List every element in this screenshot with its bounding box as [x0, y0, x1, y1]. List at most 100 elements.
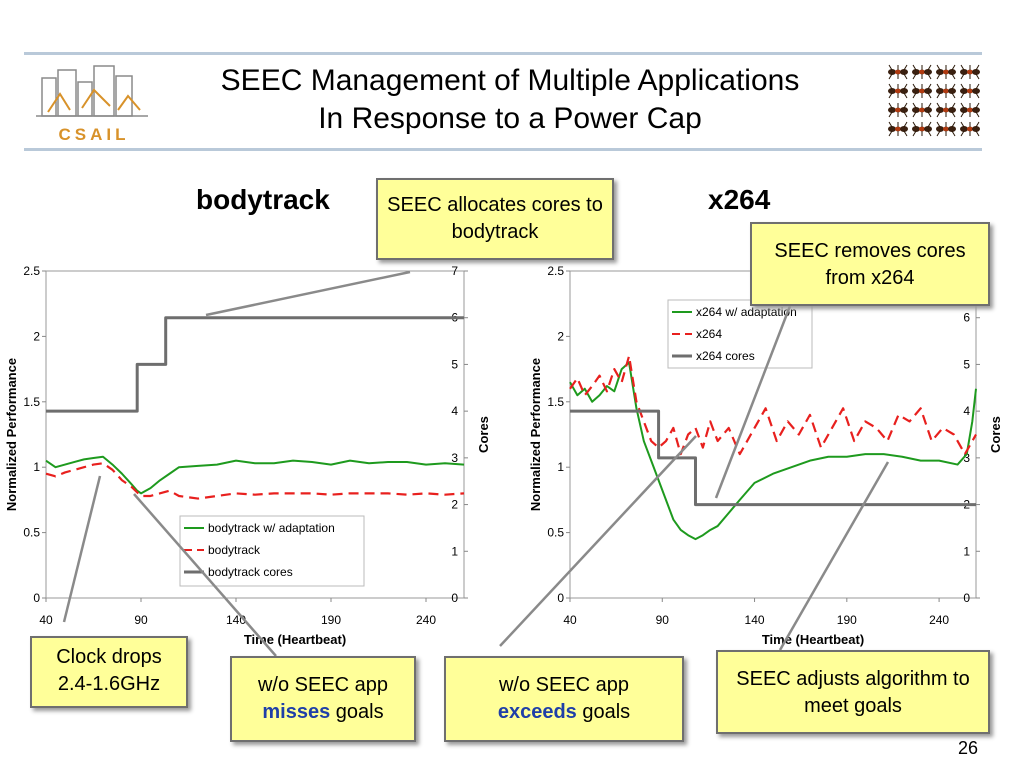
bodytrack-x-tick-label: 240 [416, 613, 436, 627]
x264-x-tick-label: 40 [563, 613, 577, 627]
exceeds-prefix: w/o SEEC app [498, 674, 630, 696]
ant-icon [960, 83, 980, 99]
bodytrack-y2-tick-label: 7 [451, 264, 458, 278]
ant-icon [912, 102, 932, 118]
bodytrack-legend [179, 515, 365, 587]
bodytrack-y2-tick-label: 4 [451, 404, 458, 418]
x264-y2-tick-label: 1 [963, 544, 970, 558]
pointer-clock [62, 475, 102, 623]
callout-clock-text: Clock drops 2.4-1.6GHz [56, 646, 162, 695]
bodytrack-x-tick-label: 40 [39, 613, 53, 627]
bodytrack-x-tick-label: 190 [321, 613, 341, 627]
page-number: 26 [957, 738, 978, 758]
x264-x-axis-label: Time (Heartbeat) [762, 632, 864, 647]
bodytrack-x-axis-label: Time (Heartbeat) [244, 632, 346, 647]
x264-x-tick-label: 190 [837, 613, 857, 627]
bodytrack-y-tick-label: 1 [33, 460, 40, 474]
x264-y2-tick-label: 6 [963, 311, 970, 325]
ant-icon [936, 83, 956, 99]
bodytrack-y2-tick-label: 1 [451, 544, 458, 558]
x264-chart-title: x264 [708, 184, 771, 215]
bodytrack-y-axis-label: Normalized Performance [4, 358, 19, 511]
bodytrack-y2-axis-label: Cores [476, 416, 491, 453]
ant-icon [888, 64, 908, 80]
ant-icon [912, 83, 932, 99]
x264-y-tick-label: 0 [557, 591, 564, 605]
ant-icon [960, 64, 980, 80]
csail-logo: CSAIL [30, 60, 160, 146]
bodytrack-y-tick-label: 1.5 [23, 395, 40, 409]
callout-pointers [62, 270, 890, 657]
ant-icon [912, 64, 932, 80]
ant-icon [912, 121, 932, 137]
x264-y2-tick-label: 3 [963, 451, 970, 465]
ant-icon [888, 102, 908, 118]
exceeds-suffix: goals [582, 701, 631, 723]
bodytrack-plot-area [45, 270, 465, 599]
misses-prefix: w/o SEEC app [257, 674, 389, 696]
header-bottom-rule [24, 148, 982, 151]
bodytrack-legend-entry: bodytrack w/ adaptation [208, 521, 335, 535]
misses-highlight: misses [262, 701, 331, 723]
x264-x-tick-label: 90 [656, 613, 670, 627]
bodytrack-y2-tick-label: 0 [451, 591, 458, 605]
x264-series-adaptation-line [569, 361, 977, 541]
x264-y2-tick-label: 5 [963, 357, 970, 371]
bodytrack-y-tick-label: 2 [33, 329, 40, 343]
ant-icon [960, 102, 980, 118]
title-line-2: In Response to a Power Cap [318, 102, 702, 135]
x264-y-tick-label: 1 [557, 460, 564, 474]
ant-icon [936, 102, 956, 118]
callout-allocates-text: SEEC allocates cores to bodytrack [387, 194, 603, 243]
x264-y-tick-label: 1.5 [547, 395, 564, 409]
title-line-1: SEEC Management of Multiple Applications [220, 64, 800, 97]
callout-removes-text: SEEC removes cores from x264 [774, 240, 966, 289]
x264-x-tick-label: 140 [745, 613, 765, 627]
bodytrack-y2-tick-label: 3 [451, 451, 458, 465]
bodytrack-series-adaptation-line [45, 455, 465, 495]
x264-legend-entry: x264 [696, 327, 722, 341]
x264-y-axis-label: Normalized Performance [528, 358, 543, 511]
x264-y2-tick-label: 4 [963, 404, 970, 418]
x264-x-tick-label: 240 [929, 613, 949, 627]
pointer-misses [133, 493, 277, 657]
header-top-rule [24, 52, 982, 55]
pointer-exceeds [499, 435, 697, 647]
exceeds-highlight: exceeds [497, 701, 577, 723]
bodytrack-legend-entry: bodytrack cores [208, 565, 293, 579]
bodytrack-y2-tick-label: 5 [451, 357, 458, 371]
bodytrack-y-tick-label: 2.5 [23, 264, 40, 278]
bodytrack-series-cores-line [46, 316, 464, 413]
x264-y-tick-label: 2 [557, 329, 564, 343]
x264-y-tick-label: 0.5 [547, 526, 564, 540]
x264-y2-tick-label: 0 [963, 591, 970, 605]
bodytrack-x-tick-label: 90 [134, 613, 148, 627]
x264-series-cores-line [570, 409, 976, 507]
callout-seec-removes: SEEC removes cores from x264 [750, 222, 990, 306]
x264-y2-axis-label: Cores [988, 416, 1003, 453]
pointer-allocates [205, 270, 411, 317]
bodytrack-series-baseline-line [45, 462, 465, 500]
x264-y-tick-label: 2.5 [547, 264, 564, 278]
ant-icon [888, 121, 908, 137]
pointer-adjusts [778, 461, 890, 651]
x264-series-baseline-line [569, 354, 977, 456]
callout-misses-goals: w/o SEEC app misses goals [230, 656, 416, 742]
x264-legend-entry: x264 cores [696, 349, 755, 363]
misses-suffix: goals [335, 701, 384, 723]
callout-seec-allocates: SEEC allocates cores to bodytrack [376, 178, 614, 260]
callout-exceeds-goals: w/o SEEC app exceeds goals [444, 656, 684, 742]
ant-icon [960, 121, 980, 137]
ant-icon [888, 83, 908, 99]
bodytrack-y-tick-label: 0 [33, 591, 40, 605]
ant-icon [936, 121, 956, 137]
ants-image [888, 62, 988, 142]
slide-title: SEEC Management of Multiple Applications… [160, 62, 860, 138]
callout-clock-drops: Clock drops 2.4-1.6GHz [30, 636, 188, 708]
bodytrack-chart-title: bodytrack [196, 184, 330, 215]
callout-adjusts-text: SEEC adjusts algorithm to meet goals [736, 668, 970, 717]
bodytrack-y2-tick-label: 2 [451, 498, 458, 512]
